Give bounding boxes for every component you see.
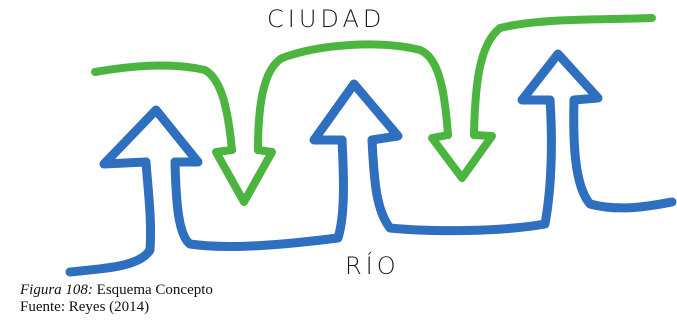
- up-arrow-3-icon: [517, 49, 603, 105]
- river-label: RÍO: [345, 252, 400, 280]
- city-line-path: [91, 14, 656, 154]
- down-arrow-1-icon: [212, 146, 276, 206]
- figure-source: Fuente: Reyes (2014): [20, 299, 150, 315]
- city-label: CIUDAD: [267, 5, 386, 33]
- city-line: [91, 14, 656, 206]
- figure-title: Esquema Concepto: [96, 282, 213, 298]
- figure-number: Figura 108:: [20, 282, 93, 298]
- up-arrow-1-icon: [99, 105, 203, 169]
- river-line-path: [65, 95, 677, 277]
- up-arrow-2-icon: [309, 79, 403, 145]
- river-line: [65, 49, 677, 277]
- figure-caption: Figura 108: Esquema Concepto Fuente: Rey…: [20, 282, 213, 316]
- figure-title-line: Figura 108: Esquema Concepto: [20, 282, 213, 299]
- down-arrow-2-icon: [428, 131, 496, 182]
